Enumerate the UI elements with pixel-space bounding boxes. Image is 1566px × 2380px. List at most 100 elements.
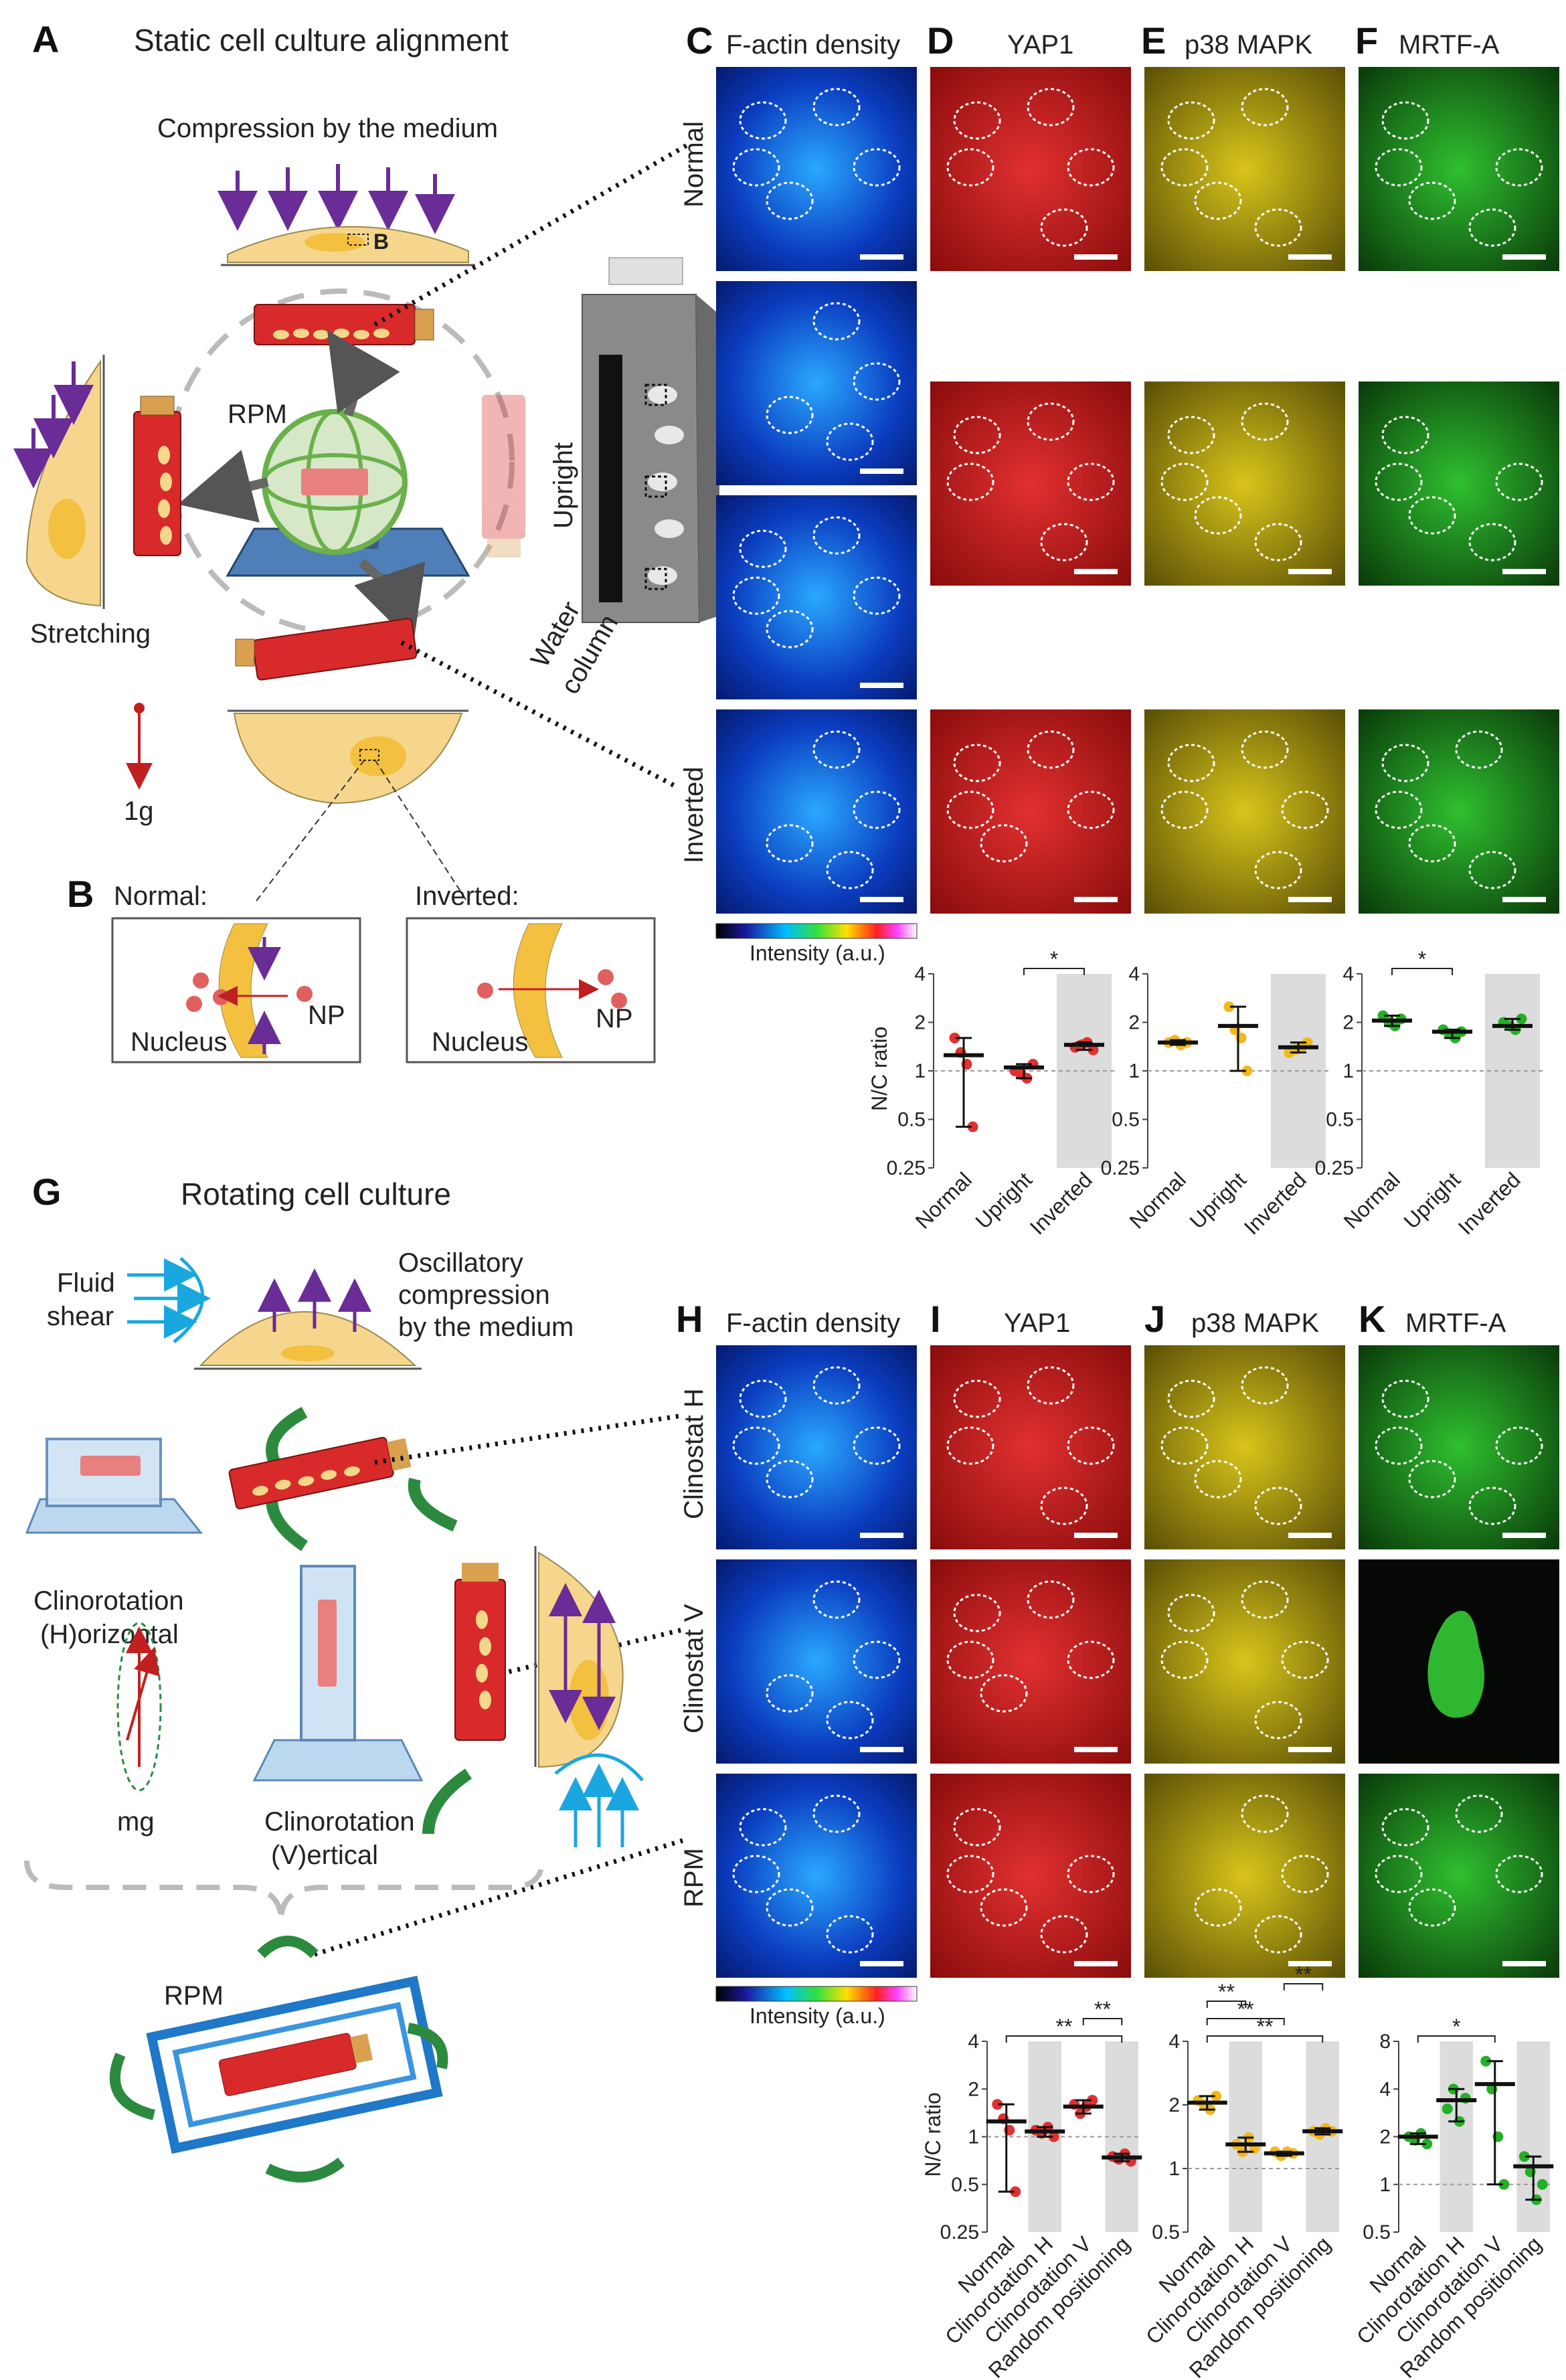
nucleus-outline <box>1281 790 1329 829</box>
scale-bar <box>1074 897 1118 902</box>
compression-arrows <box>217 164 455 234</box>
img-e-inverted <box>1144 709 1345 914</box>
nucleus-outline <box>1408 824 1456 863</box>
img-k-clinoh <box>1359 1345 1559 1549</box>
scale-bar <box>1288 1961 1332 1966</box>
nucleus-outline <box>1167 416 1215 454</box>
rpm-g-label: RPM <box>164 1981 224 2011</box>
y-tick-label: 2 <box>1128 1012 1140 1034</box>
nucleus-outline <box>1067 1426 1115 1465</box>
nucleus-outline <box>1027 1366 1075 1405</box>
data-point <box>967 1121 978 1132</box>
nucleus-outline <box>1194 1460 1242 1499</box>
colorbar-top <box>715 923 918 939</box>
nucleus-outline <box>1241 1366 1289 1405</box>
nucleus-outline <box>732 1855 780 1893</box>
data-point <box>949 1032 960 1043</box>
stretching-cell: Stretching <box>13 355 151 649</box>
y-tick-label: 1 <box>1342 1060 1354 1082</box>
significance-label: ** <box>1218 1980 1235 2004</box>
y-tick-label: 0.5 <box>1326 1109 1354 1131</box>
nucleus-outline <box>812 302 861 341</box>
nucleus-outline <box>766 1888 814 1927</box>
nucleus-outline <box>946 462 994 501</box>
nucleus-outline <box>1067 1640 1115 1679</box>
data-point <box>1010 2186 1021 2197</box>
nucleus-outline <box>1067 462 1115 501</box>
data-point <box>1518 2151 1530 2162</box>
img-d-upright <box>930 381 1131 586</box>
panel-letter-i: I <box>930 1298 941 1340</box>
row-label-normal: Normal <box>679 121 709 207</box>
nucleus-outline <box>1254 1915 1302 1954</box>
nucleus-outline <box>1408 496 1456 535</box>
gravity-label: 1g <box>124 796 154 826</box>
scale-bar <box>860 683 903 688</box>
img-d-normal <box>930 67 1131 271</box>
data-point <box>992 2099 1003 2110</box>
significance-label: ** <box>1056 2015 1073 2039</box>
nucleus-outline <box>1241 1794 1289 1833</box>
nucleus-outline <box>766 824 814 863</box>
scale-bar <box>1288 569 1332 574</box>
clino-h-label-1: Clinorotation <box>33 1586 184 1616</box>
nucleus-outline <box>826 1915 874 1954</box>
nucleus-outline <box>1254 1701 1302 1739</box>
scale-bar <box>1288 254 1332 260</box>
b-normal-label: Normal: <box>114 881 207 911</box>
panel-letter-f: F <box>1355 19 1378 62</box>
nucleus-outline <box>1241 402 1289 441</box>
significance-bracket <box>1206 2018 1285 2025</box>
significance-label: * <box>1050 947 1058 971</box>
osc-label-2: compression <box>398 1280 550 1310</box>
y-tick-label: 0.25 <box>1101 1157 1140 1179</box>
nucleus-outline <box>1495 148 1543 187</box>
nucleus-outline <box>1254 523 1302 562</box>
img-j-rpm <box>1144 1774 1345 1978</box>
significance-bracket <box>1005 2035 1123 2043</box>
nucleus-outline <box>1408 181 1456 220</box>
colorbar-top-label: Intensity (a.u.) <box>750 941 885 965</box>
panel-letter-b: B <box>67 873 94 915</box>
b-np-normal: NP <box>308 1001 345 1030</box>
nucleus-outline <box>946 790 994 829</box>
nucleus-outline <box>1455 1794 1503 1833</box>
scale-bar <box>1502 1961 1546 1966</box>
significance-label: ** <box>1295 1962 1312 1986</box>
img-h-clinov <box>716 1559 917 1764</box>
scale-bar <box>1288 897 1332 902</box>
nucleus-outline <box>1254 1486 1302 1525</box>
panel-letter-a: A <box>32 18 59 60</box>
scale-bar <box>860 1747 903 1752</box>
img-f-upright <box>1359 381 1559 586</box>
nucleus-outline <box>1241 88 1289 126</box>
y-tick-label: 0.5 <box>1112 1109 1140 1131</box>
nucleus-outline <box>739 1808 787 1847</box>
y-tick-label: 2 <box>968 2078 979 2100</box>
data-point <box>1498 2179 1510 2190</box>
nucleus-outline <box>1495 1426 1543 1465</box>
data-point <box>1087 2094 1098 2106</box>
nucleus-outline <box>812 1794 861 1833</box>
panel-letter-k: K <box>1359 1298 1385 1340</box>
row-label-clinostat-v: Clinostat V <box>679 1604 709 1733</box>
img-d-inverted <box>930 709 1131 914</box>
nucleus-outline <box>1455 730 1503 769</box>
nucleus-outline <box>1027 730 1075 769</box>
nucleus-outline <box>1160 1640 1209 1679</box>
nucleus-outline <box>1027 88 1075 126</box>
nucleus-outline <box>953 1808 1001 1847</box>
panel-a-diagram: A Static cell culture alignment Compress… <box>13 18 717 904</box>
y-tick-label: 8 <box>1379 2031 1391 2053</box>
nucleus-outline <box>980 824 1028 863</box>
nucleus-outline <box>732 1426 780 1465</box>
nucleus-outline <box>1040 1486 1088 1525</box>
nucleus-outline <box>853 148 901 187</box>
data-point <box>1442 2103 1453 2114</box>
nucleus-outline <box>732 576 780 615</box>
panel-g-diagram: G Rotating cell culture Fluid shear Osci… <box>24 1171 684 2183</box>
significance-bracket <box>1391 968 1453 975</box>
scale-bar <box>1288 1533 1332 1538</box>
